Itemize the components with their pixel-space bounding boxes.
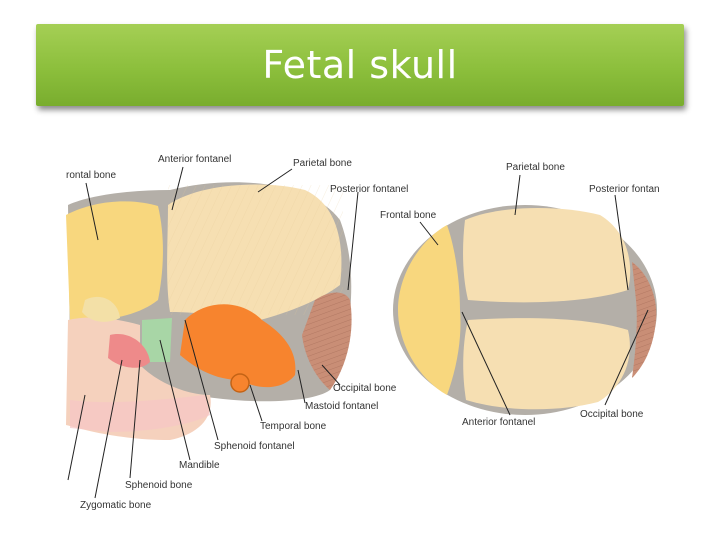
- leader-sphenoid-fontanel: [184, 319, 219, 441]
- label-posterior-fontanel: Posterior fontanel: [330, 184, 408, 195]
- label-sphenoid-fontanel: Sphenoid fontanel: [214, 441, 295, 452]
- leader-lines: [67, 166, 649, 499]
- side-frontal-bone: [66, 201, 163, 321]
- label-occipital-bone: Occipital bone: [333, 383, 397, 394]
- label-parietal-bone: Parietal bone: [293, 158, 352, 169]
- leader-sphenoid-bone: [129, 359, 141, 479]
- label-top-parietal-bone: Parietal bone: [506, 162, 565, 173]
- parietal-grain-texture: [168, 185, 343, 315]
- label-top-posterior-fontanel: Posterior fontan: [589, 184, 660, 195]
- side-orbit: [82, 296, 120, 322]
- leader-posterior-fontanel: [347, 191, 359, 291]
- leader-top-occipital-bone: [604, 309, 649, 406]
- leader-mastoid-fontanel: [297, 369, 306, 404]
- side-zygomatic-area: [108, 334, 150, 368]
- side-view-skull: [66, 182, 352, 440]
- top-parietal-bone-upper: [463, 208, 631, 303]
- leader-zygomatic-bone: [94, 359, 123, 499]
- labels: rontal bone Anterior fontanel Parietal b…: [66, 154, 660, 511]
- label-mandible: Mandible: [179, 460, 220, 471]
- side-mandible: [70, 395, 210, 432]
- label-temporal-bone: Temporal bone: [260, 421, 327, 432]
- leader-frontal-bone: [85, 182, 99, 241]
- leader-top-posterior-fontanel: [614, 194, 629, 291]
- occipital-ridge-texture: [302, 292, 352, 390]
- leader-top-anterior-fontanel: [461, 311, 511, 416]
- leader-occipital-bone: [321, 364, 341, 386]
- label-top-anterior-fontanel: Anterior fontanel: [462, 417, 535, 428]
- leader-temporal-bone: [249, 384, 263, 422]
- leader-anterior-fontanel: [171, 166, 184, 211]
- side-ear-canal: [230, 373, 250, 393]
- side-temporal-bone: [180, 304, 296, 388]
- label-top-frontal-bone: Frontal bone: [380, 210, 437, 221]
- top-occipital-ridge-texture: [632, 262, 657, 378]
- side-sphenoid-bone: [142, 318, 172, 362]
- top-view-skull: [393, 205, 657, 415]
- slide-title: Fetal skull: [262, 43, 458, 87]
- leader-parietal-bone: [257, 168, 293, 193]
- label-anterior-fontanel: Anterior fontanel: [158, 154, 231, 165]
- leader-top-frontal-bone: [419, 221, 439, 246]
- label-mastoid-fontanel: Mastoid fontanel: [305, 401, 378, 412]
- label-zygomatic-bone: Zygomatic bone: [80, 500, 152, 511]
- leader-mandible: [159, 339, 191, 461]
- top-frontal-bone: [398, 225, 461, 395]
- leader-zygomatic-bone-2: [67, 394, 86, 481]
- leader-top-parietal-bone: [514, 174, 521, 216]
- label-top-occipital-bone: Occipital bone: [580, 409, 644, 420]
- top-parietal-bone-lower: [463, 318, 630, 410]
- label-sphenoid-bone: Sphenoid bone: [125, 480, 193, 491]
- title-bar: Fetal skull: [36, 24, 684, 106]
- label-frontal-bone: rontal bone: [66, 170, 116, 181]
